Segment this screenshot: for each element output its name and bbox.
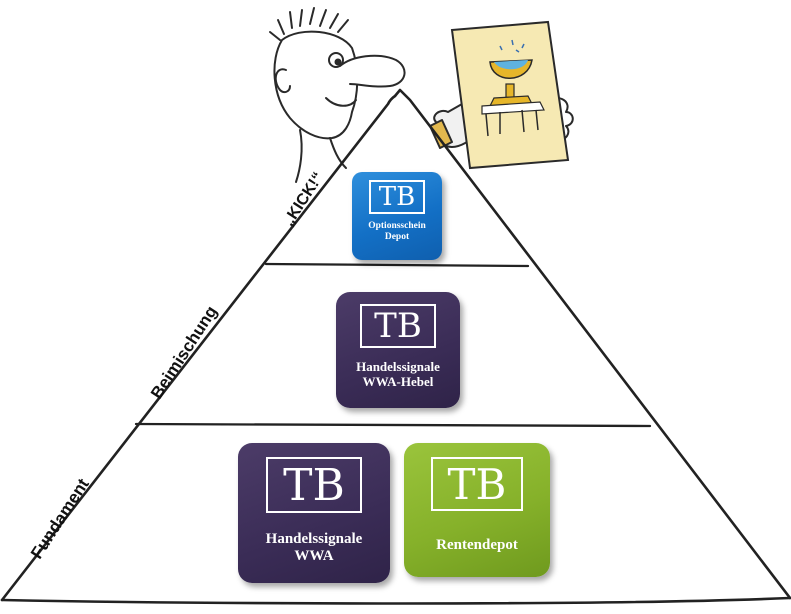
tile-caption: Rentendepot bbox=[436, 537, 518, 553]
tb-logo-icon: TB bbox=[266, 457, 362, 513]
pyramid-outline bbox=[0, 88, 791, 605]
tb-logo-icon: TB bbox=[369, 180, 425, 214]
tile-handelssignale-wwa[interactable]: TB Handelssignale WWA bbox=[238, 443, 390, 583]
tile-optionsschein-depot[interactable]: TB Optionsschein Depot bbox=[352, 172, 442, 260]
tb-logo-icon: TB bbox=[360, 304, 436, 348]
holy-grail-card-icon bbox=[450, 20, 570, 170]
tile-caption: Handelssignale WWA-Hebel bbox=[356, 359, 440, 389]
tile-caption: Handelssignale WWA bbox=[265, 531, 363, 565]
tb-logo-icon: TB bbox=[431, 457, 523, 511]
tile-handelssignale-wwa-hebel[interactable]: TB Handelssignale WWA-Hebel bbox=[336, 292, 460, 408]
tile-rentendepot[interactable]: TB Rentendepot bbox=[404, 443, 550, 577]
tile-caption: Optionsschein Depot bbox=[368, 221, 426, 242]
